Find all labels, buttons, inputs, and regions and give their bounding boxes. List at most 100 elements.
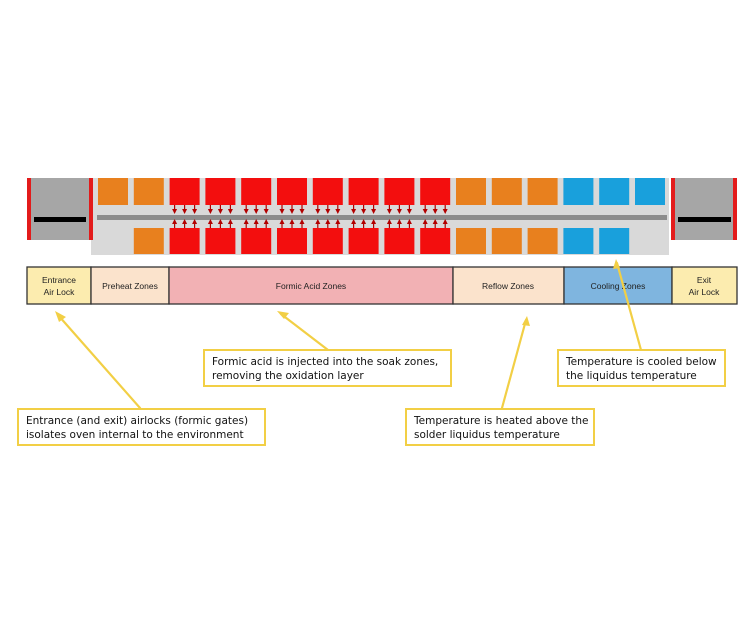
leader-cooling-arrowhead: [613, 259, 620, 269]
top-heater-cooling: [635, 178, 665, 205]
top-heater-formic: [348, 178, 379, 205]
up-arrow-icon: [263, 219, 269, 228]
up-arrow-icon: [289, 219, 295, 228]
callout-cooling-line-1: Temperature is cooled below: [566, 356, 717, 368]
zone-label-preheat: Preheat Zones: [102, 281, 158, 291]
up-arrow-icon: [335, 219, 341, 228]
zone-reflow: [452, 266, 565, 305]
up-arrow-icon: [192, 219, 198, 228]
down-arrow-icon: [253, 205, 259, 214]
callout-formic-line-1: Formic acid is injected into the soak zo…: [212, 356, 439, 368]
callout-reflow-line-1: Temperature is heated above the: [414, 415, 589, 427]
leader-formic: [279, 312, 330, 352]
down-arrow-icon: [442, 205, 448, 214]
zone-entrance-air-lock: [26, 266, 92, 305]
down-arrow-icon: [172, 205, 178, 214]
formic-injection-arrows: [172, 205, 448, 228]
zone-label-reflow: Reflow Zones: [482, 281, 534, 291]
zone-label-entrance-1: Entrance: [42, 275, 76, 285]
up-arrow-icon: [361, 219, 367, 228]
entrance-air-lock: [27, 178, 93, 240]
up-arrow-icon: [172, 219, 178, 228]
down-arrow-icon: [315, 205, 321, 214]
leader-reflow-arrowhead: [522, 316, 530, 326]
down-arrow-icon: [217, 205, 223, 214]
up-arrow-icon: [422, 219, 428, 228]
down-arrow-icon: [406, 205, 412, 214]
zone-band: Entrance Air Lock Preheat Zones Formic A…: [26, 266, 738, 305]
callout-airlock-line-2: isolates oven internal to the environmen…: [26, 429, 244, 441]
up-arrow-icon: [386, 219, 392, 228]
up-arrow-icon: [227, 219, 233, 228]
leader-cooling: [615, 261, 643, 352]
zone-label-entrance-2: Air Lock: [44, 287, 75, 297]
down-arrow-icon: [243, 205, 249, 214]
bottom-heater-reflow: [491, 228, 522, 254]
leader-reflow: [500, 318, 528, 410]
top-heater-formic: [169, 178, 200, 205]
zone-label-formic: Formic Acid Zones: [276, 281, 346, 291]
down-arrow-icon: [361, 205, 367, 214]
up-arrow-icon: [299, 219, 305, 228]
top-heater-formic: [384, 178, 415, 205]
zone-preheat: [90, 266, 170, 305]
top-heater-formic: [420, 178, 451, 205]
up-arrow-icon: [207, 219, 213, 228]
callout-reflow-line-2: solder liquidus temperature: [414, 429, 560, 441]
down-arrow-icon: [299, 205, 305, 214]
top-heater-cooling: [599, 178, 630, 205]
up-arrow-icon: [371, 219, 377, 228]
down-arrow-icon: [335, 205, 341, 214]
zone-label-cooling: Cooling Zones: [591, 281, 646, 291]
down-arrow-icon: [432, 205, 438, 214]
callout-reflow: Temperature is heated above the solder l…: [405, 408, 595, 446]
conveyor-belt: [97, 215, 667, 220]
top-heater-formic: [205, 178, 236, 205]
bottom-heater-formic: [420, 228, 451, 254]
up-arrow-icon: [279, 219, 285, 228]
leader-airlock-arrowhead: [55, 311, 66, 322]
bottom-heater-preheat: [133, 228, 164, 254]
top-heater-preheat: [98, 178, 128, 205]
callout-leaders: [55, 259, 643, 410]
down-arrow-icon: [386, 205, 392, 214]
top-heater-cooling: [563, 178, 594, 205]
bottom-heater-cooling: [599, 228, 630, 254]
bottom-heater-formic: [384, 228, 415, 254]
bottom-heater-reflow: [527, 228, 558, 254]
down-arrow-icon: [289, 205, 295, 214]
down-arrow-icon: [207, 205, 213, 214]
up-arrow-icon: [182, 219, 188, 228]
up-arrow-icon: [406, 219, 412, 228]
down-arrow-icon: [279, 205, 285, 214]
callout-formic-line-2: removing the oxidation layer: [212, 370, 364, 382]
top-heater-preheat: [133, 178, 164, 205]
down-arrow-icon: [351, 205, 357, 214]
down-arrow-icon: [371, 205, 377, 214]
zone-label-exit-1: Exit: [697, 275, 712, 285]
bottom-heater-formic: [241, 228, 272, 254]
callout-cooling-line-2: the liquidus temperature: [566, 370, 697, 382]
up-arrow-icon: [432, 219, 438, 228]
up-arrow-icon: [351, 219, 357, 228]
up-arrow-icon: [315, 219, 321, 228]
bottom-heater-formic: [348, 228, 379, 254]
callout-airlock: Entrance (and exit) airlocks (formic gat…: [17, 408, 266, 446]
top-heater-reflow: [491, 178, 522, 205]
down-arrow-icon: [182, 205, 188, 214]
down-arrow-icon: [192, 205, 198, 214]
zone-label-exit-2: Air Lock: [689, 287, 720, 297]
exit-lock-board: [678, 217, 731, 222]
bottom-heater-reflow: [456, 228, 486, 254]
up-arrow-icon: [325, 219, 331, 228]
bottom-heater-formic: [312, 228, 343, 254]
bottom-heater-formic: [205, 228, 236, 254]
down-arrow-icon: [227, 205, 233, 214]
callout-airlock-line-1: Entrance (and exit) airlocks (formic gat…: [26, 415, 249, 427]
leader-airlock: [56, 313, 142, 410]
up-arrow-icon: [396, 219, 402, 228]
up-arrow-icon: [217, 219, 223, 228]
zone-exit-air-lock: [671, 266, 738, 305]
bottom-heater-cooling: [563, 228, 594, 254]
